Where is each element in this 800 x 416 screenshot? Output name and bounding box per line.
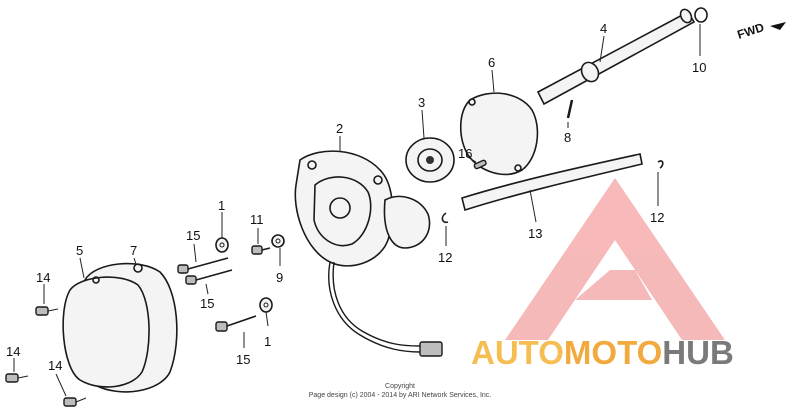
watermark-triangle-inner (575, 270, 652, 300)
brand-word-hub: HUB (662, 334, 734, 371)
callout-13: 13 (528, 226, 542, 241)
callout-14-top: 14 (36, 270, 50, 285)
pin-16 (473, 159, 487, 170)
callout-1-upper: 1 (218, 198, 225, 213)
watermark-logo (505, 178, 725, 340)
wire-connector (419, 341, 443, 357)
callout-16: 16 (458, 146, 472, 161)
brand-word-moto: MOTO (563, 334, 663, 371)
o-ring-10 (694, 7, 708, 23)
copyright-line-1: Copyright (385, 383, 415, 390)
part-housing-2 (294, 150, 431, 267)
copyright-line-2: Page design (c) 2004 - 2014 by ARI Netwo… (308, 392, 492, 399)
callout-15-upper: 15 (186, 228, 200, 243)
callout-1-lower: 1 (264, 334, 271, 349)
callout-9: 9 (276, 270, 283, 285)
bolts-washers (177, 234, 285, 332)
callout-11: 11 (250, 212, 264, 227)
part-cover-7 (62, 262, 178, 393)
pin-8 (566, 99, 574, 119)
clips-12 (441, 160, 664, 224)
screws-14 (5, 306, 87, 407)
leader-lines (13, 24, 701, 397)
watermark-brand-text: AUTOMOTOHUB (471, 334, 734, 372)
hose-13 (461, 153, 643, 212)
part-impeller-3 (405, 137, 455, 183)
wire-harness (328, 261, 421, 353)
part-cover-6 (459, 92, 539, 176)
callout-labels: 1 1 2 3 4 5 6 7 8 9 10 11 12 12 13 14 14… (6, 21, 706, 373)
callout-14-left: 14 (6, 344, 20, 359)
callout-2: 2 (336, 121, 343, 136)
callout-12-left: 12 (438, 250, 452, 265)
callout-12-right: 12 (650, 210, 664, 225)
callout-10: 10 (692, 60, 706, 75)
part-shaft-4 (536, 8, 696, 106)
callout-14-bottom: 14 (48, 358, 62, 373)
callout-5: 5 (76, 243, 83, 258)
callout-3: 3 (418, 95, 425, 110)
callout-8: 8 (564, 130, 571, 145)
callout-15-middle: 15 (200, 296, 214, 311)
callout-7: 7 (130, 243, 137, 258)
copyright-notice: Copyright Page design (c) 2004 - 2014 by… (0, 382, 800, 400)
brand-word-auto: AUTO (471, 334, 564, 371)
callout-6: 6 (488, 55, 495, 70)
callout-15-lower: 15 (236, 352, 250, 367)
watermark-triangle-outer (505, 178, 725, 340)
callout-4: 4 (600, 21, 607, 36)
fwd-arrow-icon (770, 22, 786, 30)
